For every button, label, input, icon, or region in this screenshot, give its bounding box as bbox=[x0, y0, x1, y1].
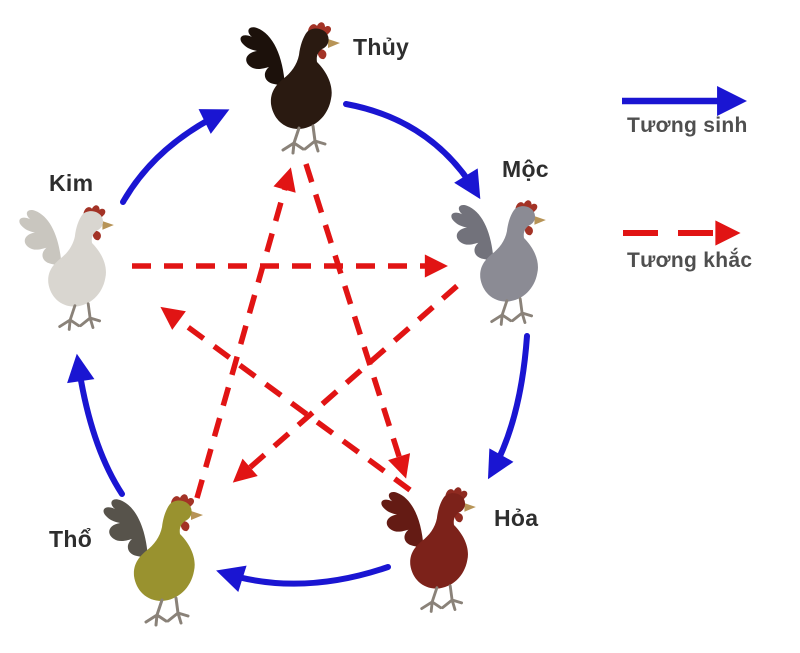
sinh-arrow-hoa-tho bbox=[216, 564, 391, 592]
sinh-arrow-tho-kim bbox=[67, 353, 125, 497]
rooster-thuy-icon bbox=[239, 20, 342, 155]
sinh-arrow-kim-thuy bbox=[120, 109, 230, 205]
khac-arrow-hoa-kim bbox=[160, 306, 412, 493]
khac-cycle-arrows bbox=[132, 163, 459, 499]
rooster-kim-icon bbox=[17, 203, 116, 331]
legend-sinh-label: Tương sinh bbox=[627, 114, 748, 137]
label-thuy: Thủy bbox=[353, 34, 410, 60]
rooster-tho-icon bbox=[102, 492, 205, 627]
sinh-arrow-moc-hoa bbox=[487, 333, 530, 480]
label-kim: Kim bbox=[49, 170, 94, 196]
legend-khac-label: Tương khắc bbox=[627, 249, 753, 272]
label-moc: Mộc bbox=[502, 156, 549, 182]
label-tho: Thổ bbox=[49, 526, 93, 552]
label-hoa: Hỏa bbox=[494, 505, 539, 531]
khac-arrow-tho-thuy bbox=[194, 167, 296, 499]
khac-arrow-thuy-hoa bbox=[303, 163, 411, 479]
sinh-arrow-thuy-moc bbox=[343, 101, 481, 200]
legend-arrows bbox=[622, 86, 747, 246]
rooster-hoa-icon bbox=[379, 485, 478, 613]
sinh-cycle-arrows bbox=[67, 101, 530, 592]
khac-arrow-moc-tho bbox=[232, 283, 459, 483]
rooster-moc-icon bbox=[449, 198, 548, 326]
